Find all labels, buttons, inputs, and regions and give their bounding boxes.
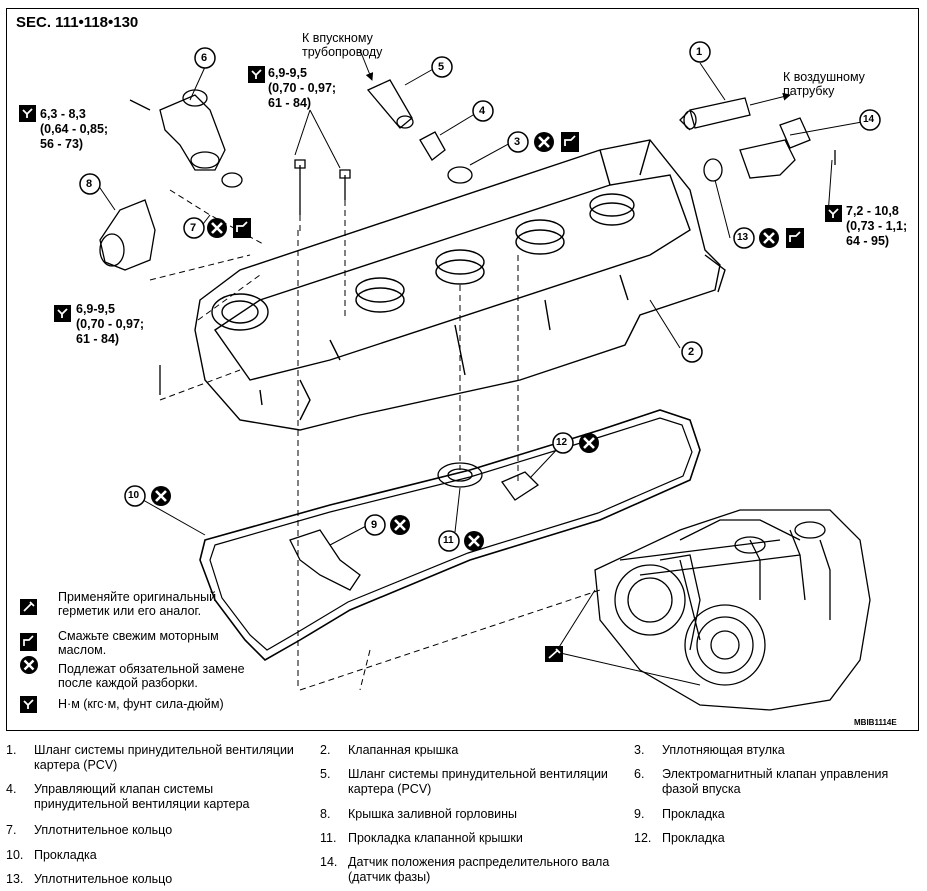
legend-oil: Смажьте свежим моторным маслом. (58, 629, 219, 657)
part-label-8: 8 (86, 178, 93, 190)
torque-value-sensor: 7,2 - 10,8 (0,73 - 1,1; 64 - 95) (846, 204, 908, 248)
sealant-icons (20, 599, 563, 662)
part-label-13: 13 (737, 232, 749, 243)
cylinder-head-drawing (594, 509, 871, 711)
bolt-drawing (294, 159, 306, 215)
legend-torque: Н·м (кгс·м, фунт сила-дюйм) (58, 697, 224, 711)
parts-list: 1. Шланг системы принудительной вентиляц… (6, 743, 889, 886)
pcv-valve-4-drawing (419, 131, 446, 161)
part-label-5: 5 (438, 61, 445, 73)
legend-sealant: Применяйте оригинальный герметик или его… (58, 590, 217, 618)
part-label-1: 1 (696, 46, 703, 58)
callout-intake-manifold: К впускному трубопроводу (302, 31, 383, 59)
part-label-4: 4 (479, 105, 486, 117)
part-label-11: 11 (443, 535, 454, 546)
replace-icons (20, 132, 779, 674)
grommet-3-drawing (447, 166, 473, 184)
pcv-hose-5-drawing (366, 79, 413, 129)
figure-code: MBIB1114E (854, 718, 897, 727)
part-label-9: 9 (371, 519, 378, 531)
oil-filler-cap-8-drawing (99, 199, 156, 271)
part-label-6: 6 (201, 52, 208, 64)
callout-air-duct: К воздушному патрубку (783, 70, 865, 98)
pcv-hose-1-drawing (679, 97, 751, 131)
part-label-2: 2 (688, 346, 695, 358)
oil-can-icons (20, 132, 804, 651)
torque-value-bolts-top: 6,9-9,5 (0,70 - 0,97; 61 - 84) (268, 66, 337, 110)
torque-icons (19, 66, 842, 713)
part-label-10: 10 (128, 490, 140, 501)
torque-value-solenoid: 6,3 - 8,3 (0,64 - 0,85; 56 - 73) (40, 107, 109, 151)
diagram-frame (6, 8, 919, 731)
legend-replace: Подлежат обязательной замене после каждо… (58, 662, 245, 690)
torque-value-bolts-left: 6,9-9,5 (0,70 - 0,97; 61 - 84) (76, 302, 145, 346)
section-code: SEC. 111•118•130 (16, 14, 139, 31)
part-label-14: 14 (863, 114, 875, 125)
part-label-3: 3 (514, 136, 521, 148)
cam-sensor-14-drawing (739, 117, 811, 179)
part-label-12: 12 (556, 437, 568, 448)
solenoid-6-drawing (159, 94, 226, 171)
part-number-markers (79, 41, 881, 552)
part-label-7: 7 (190, 222, 197, 234)
